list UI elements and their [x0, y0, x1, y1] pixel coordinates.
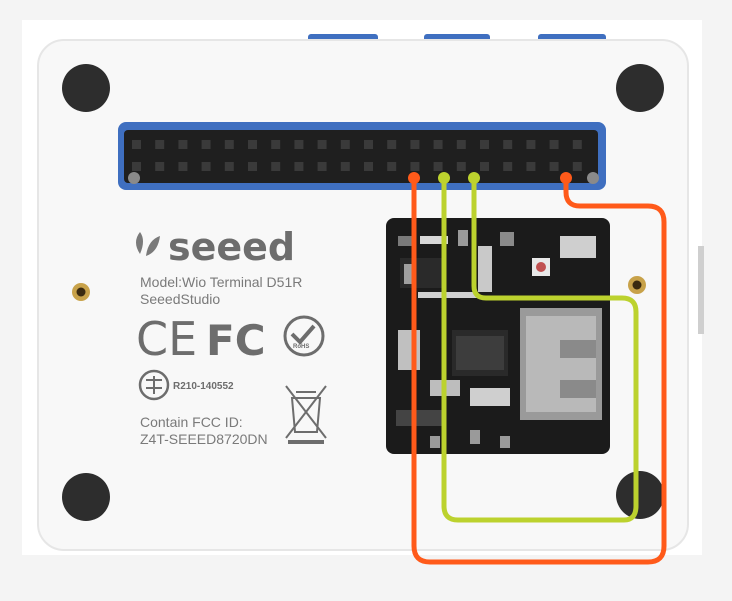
pcb-component	[396, 410, 446, 426]
header-pin	[340, 162, 350, 171]
pcb-component	[560, 236, 596, 258]
model-text: Model:Wio Terminal D51R	[140, 274, 302, 290]
rubber-foot-bottom-left	[62, 473, 110, 521]
pin-marker-gray-right	[587, 172, 599, 184]
pin-marker-green-1	[438, 172, 450, 184]
pcb-component	[398, 236, 414, 246]
scroll-edge	[698, 246, 704, 334]
seeed-logo-icon	[136, 232, 160, 256]
header-pin	[224, 162, 234, 171]
header-pin	[410, 140, 420, 149]
brand-name: seeed	[168, 225, 295, 269]
pcb-component	[458, 230, 468, 246]
header-pin	[503, 140, 513, 149]
pcb-components	[396, 230, 596, 448]
header-pin	[433, 162, 443, 171]
header-pin	[201, 162, 211, 171]
fcc-id-line-2: Z4T-SEEED8720DN	[140, 431, 268, 447]
header-pin	[526, 162, 536, 171]
pcb-component	[456, 336, 504, 370]
header-pin	[178, 140, 188, 149]
header-pin	[201, 140, 211, 149]
header-pin	[410, 162, 420, 171]
pin-marker-orange-1	[408, 172, 420, 184]
rohs-badge-icon: RoHS	[283, 315, 325, 357]
pin-marker-green-2	[468, 172, 480, 184]
header-pin	[549, 140, 559, 149]
pcb-component	[430, 436, 440, 448]
header-pin	[480, 140, 489, 149]
ce-mark: CE	[136, 312, 197, 366]
pin-header-socket	[124, 130, 598, 183]
pcb-component	[478, 246, 492, 292]
header-pin	[132, 162, 141, 171]
header-pin	[456, 162, 466, 171]
header-pin	[364, 162, 373, 171]
pcb-component	[418, 292, 478, 298]
header-pin	[549, 162, 559, 171]
header-pin	[387, 162, 397, 171]
header-pin	[178, 162, 188, 171]
pcb-component	[500, 232, 514, 246]
pcb-led-dot	[536, 262, 546, 272]
header-pin	[433, 140, 443, 149]
header-pin	[526, 140, 536, 149]
wire-orange	[411, 175, 667, 565]
screw-hole-icon	[628, 276, 646, 294]
fcc-mark: FC	[206, 316, 266, 365]
rohs-text: RoHS	[293, 344, 309, 350]
header-pin	[572, 162, 582, 171]
pin-marker-orange-2	[560, 172, 572, 184]
sd-card-slot	[520, 308, 602, 420]
fcc-id-line-1: Contain FCC ID:	[140, 414, 243, 430]
header-pin	[456, 140, 466, 149]
header-pin	[480, 162, 489, 171]
pin-header-pins	[132, 140, 582, 171]
pcb-component	[500, 436, 510, 448]
product-label: seeed Model:Wio Terminal D51R SeeedStudi…	[136, 225, 327, 447]
screw-hole-icon	[72, 283, 90, 301]
pcb-window	[386, 218, 610, 454]
telec-mark-icon	[138, 369, 170, 401]
header-pin	[294, 140, 304, 149]
pcb-component	[420, 236, 448, 244]
header-pin	[294, 162, 304, 171]
pcb-component	[470, 388, 510, 406]
header-pin	[364, 140, 373, 149]
header-pin	[387, 140, 397, 149]
header-pin	[317, 140, 327, 149]
header-pin	[340, 140, 350, 149]
wire-green	[441, 175, 639, 523]
telec-number: R210-140552	[173, 381, 234, 392]
header-pin	[271, 140, 281, 149]
header-pin	[155, 162, 165, 171]
header-pin	[224, 140, 234, 149]
pcb-component	[404, 264, 412, 284]
header-pin	[132, 140, 141, 149]
header-pin	[248, 140, 257, 149]
header-pin	[155, 140, 165, 149]
weee-bin-icon	[285, 385, 327, 444]
pcb-component	[470, 430, 480, 444]
header-pin	[248, 162, 257, 171]
header-pin	[572, 140, 582, 149]
wire-overlay	[411, 175, 667, 565]
header-pin	[317, 162, 327, 171]
rubber-foot-top-left	[62, 64, 110, 112]
pin-marker-gray-left	[128, 172, 140, 184]
rubber-foot-bottom-right	[616, 471, 664, 519]
header-pin	[271, 162, 281, 171]
rubber-foot-top-right	[616, 64, 664, 112]
pcb-component	[398, 330, 420, 370]
maker-text: SeeedStudio	[140, 291, 220, 307]
header-pin	[503, 162, 513, 171]
